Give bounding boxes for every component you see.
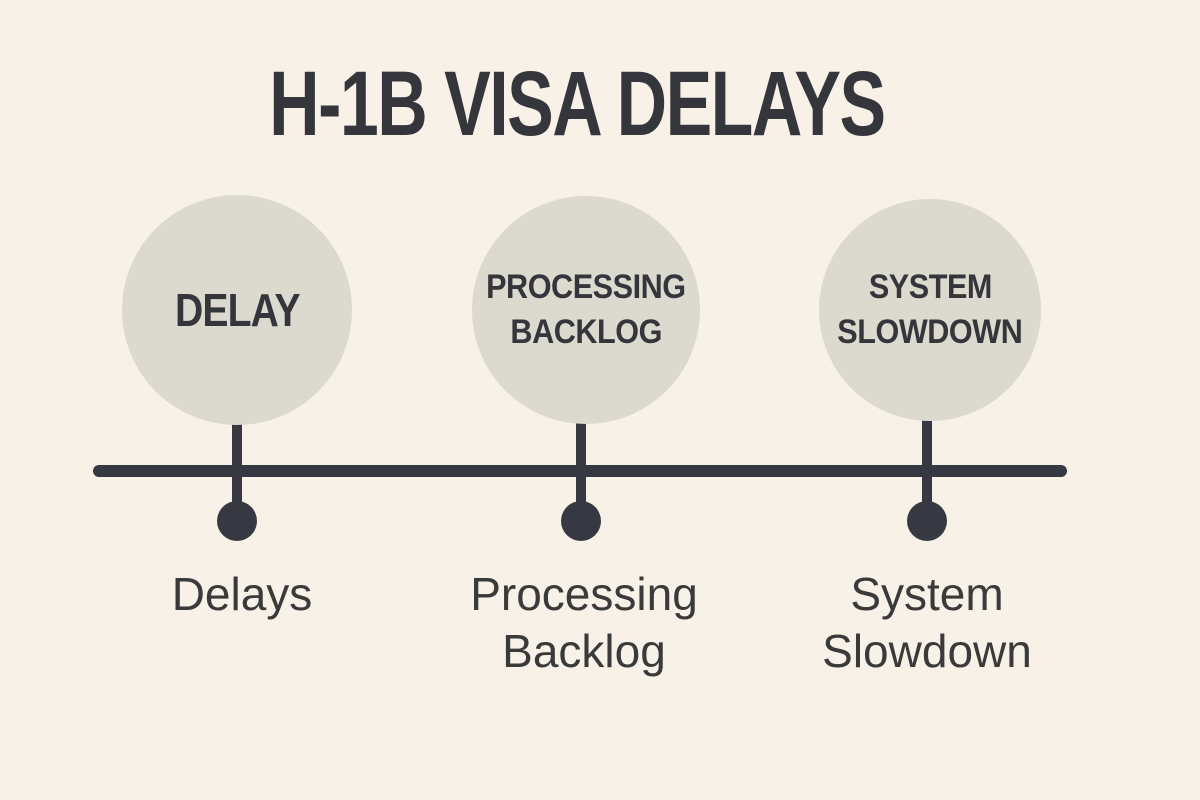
axis-label-delays-line1: Delays: [171, 568, 313, 620]
axis-label-processing-backlog-line2: Backlog: [502, 625, 666, 677]
bubble-processing-backlog: PROCESSING BACKLOG: [472, 196, 700, 424]
stem-system-slowdown: [922, 412, 932, 512]
bubble-system-slowdown-label-line2: SLOWDOWN: [837, 313, 1023, 351]
timeline-dot-processing-backlog: [561, 501, 601, 541]
stem-delay: [232, 412, 242, 512]
axis-label-system-slowdown-line2: Slowdown: [822, 625, 1032, 677]
bubble-system-slowdown: SYSTEM SLOWDOWN: [819, 199, 1041, 421]
bubble-processing-backlog-label-line1: PROCESSING: [486, 268, 686, 306]
stem-processing-backlog: [576, 412, 586, 512]
bubble-system-slowdown-label-line1: SYSTEM: [868, 268, 992, 306]
bubble-delay: DELAY: [122, 195, 352, 425]
axis-label-system-slowdown-line1: System: [850, 568, 1004, 620]
axis-label-delays: Delays: [82, 566, 402, 623]
bubble-delay-label: DELAY: [174, 284, 301, 336]
axis-label-system-slowdown: System Slowdown: [767, 566, 1087, 680]
timeline-dot-delay: [217, 501, 257, 541]
axis-label-processing-backlog-line1: Processing: [470, 568, 698, 620]
bubble-processing-backlog-label-line2: BACKLOG: [510, 313, 662, 351]
timeline-dot-system-slowdown: [907, 501, 947, 541]
axis-label-processing-backlog: Processing Backlog: [424, 566, 744, 680]
title-container: H-1B VISA DELAYS: [0, 52, 1154, 157]
page-title: H-1B VISA DELAYS: [269, 53, 886, 155]
